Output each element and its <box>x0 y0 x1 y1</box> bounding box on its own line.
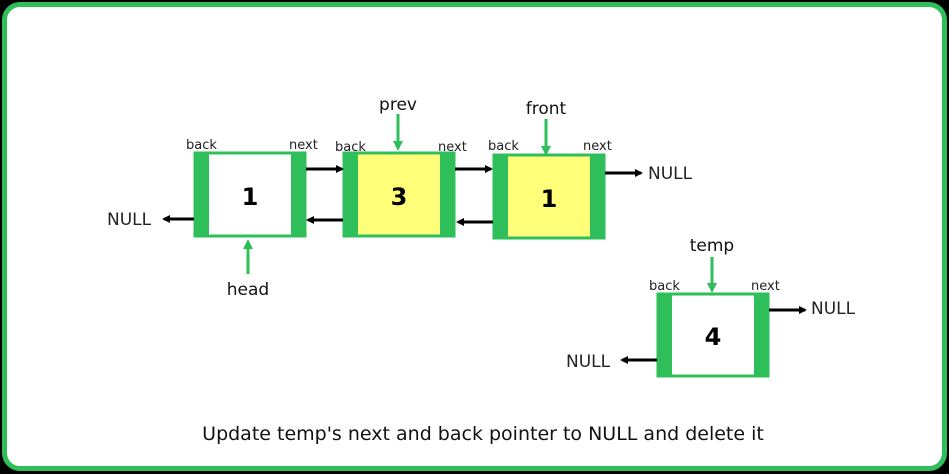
node-3-next-cell <box>590 155 604 238</box>
node-4-value: 4 <box>705 323 722 351</box>
prev-pointer-label: prev <box>379 95 417 115</box>
node-1-next-label: next <box>289 138 318 153</box>
node-2: 3 back next <box>335 140 467 238</box>
node-1-back-cell <box>195 153 209 236</box>
node-1-next-cell <box>291 153 305 236</box>
front-pointer-label: front <box>526 99 567 119</box>
head-pointer-label: head <box>227 280 269 300</box>
node-3-value: 1 <box>541 185 558 213</box>
node-2-next-label: next <box>438 140 467 155</box>
node-2-next-cell <box>440 153 454 236</box>
null-label-temp-back: NULL <box>566 352 611 372</box>
node-3-next-label: next <box>583 139 612 154</box>
diagram-caption: Update temp's next and back pointer to N… <box>202 423 764 445</box>
node-1: 1 back next <box>186 138 318 238</box>
node-4-back-cell <box>658 294 672 376</box>
node-3-back-cell <box>494 155 508 238</box>
node-4: 4 back next <box>649 279 780 378</box>
node-3-back-label: back <box>488 139 519 154</box>
node-4-back-label: back <box>649 279 680 294</box>
node-1-value: 1 <box>242 183 259 211</box>
temp-pointer-label: temp <box>690 236 734 256</box>
node-2-back-cell <box>344 153 358 236</box>
null-label-temp-next: NULL <box>811 299 856 319</box>
node-4-next-label: next <box>751 279 780 294</box>
null-label-head-back: NULL <box>107 210 152 230</box>
node-4-next-cell <box>754 294 768 376</box>
node-2-value: 3 <box>391 183 408 211</box>
node-3: 1 back next <box>488 139 612 240</box>
null-label-front-next: NULL <box>648 164 693 184</box>
node-1-back-label: back <box>186 138 217 153</box>
node-2-back-label: back <box>335 140 366 155</box>
